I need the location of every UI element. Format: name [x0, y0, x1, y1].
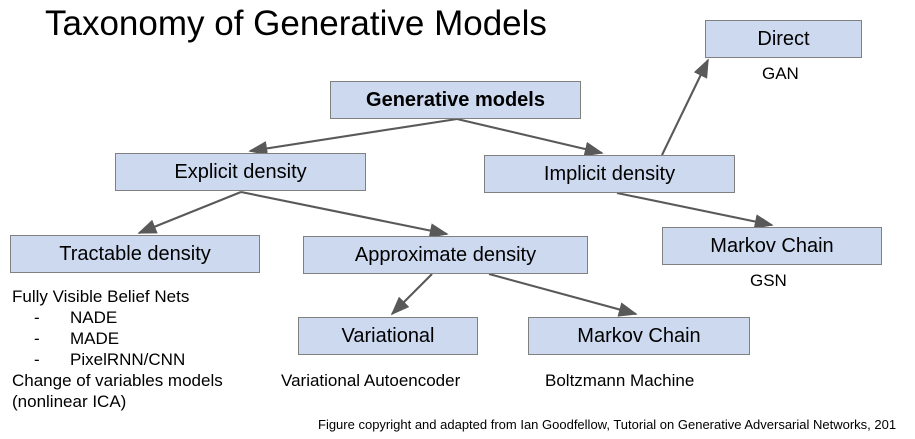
tractable-density-details: Fully Visible Belief Nets - NADE - MADE - Pixe…: [12, 286, 223, 412]
detail-text: NADE: [70, 308, 118, 327]
edge-approximate-to-markov-chain: [488, 272, 638, 317]
edge-explicit-to-tractable: [137, 191, 242, 234]
edge-implicit-to-markov-chain: [616, 191, 774, 229]
detail-line: Fully Visible Belief Nets: [12, 287, 190, 306]
detail-text: MADE: [70, 329, 120, 348]
page-title: Taxonomy of Generative Models: [45, 4, 547, 43]
node-markov-chain-bottom[interactable]: Markov Chain: [528, 317, 750, 355]
node-variational[interactable]: Variational: [298, 317, 478, 355]
detail-bullet-item: - NADE: [12, 307, 223, 328]
caption-gan: GAN: [762, 64, 799, 83]
edge-generative-to-implicit: [456, 117, 604, 157]
detail-bullet-item: - PixelRNN/CNN: [12, 349, 223, 370]
node-approximate-density[interactable]: Approximate density: [303, 236, 588, 274]
node-tractable-density[interactable]: Tractable density: [10, 235, 260, 273]
edge-explicit-to-approximate: [240, 190, 449, 238]
detail-line: Change of variables models: [12, 371, 223, 390]
node-direct[interactable]: Direct: [705, 20, 862, 58]
edge-approximate-to-variational: [390, 273, 433, 316]
bullet-dash-icon: -: [34, 350, 40, 369]
detail-line: (nonlinear ICA): [12, 392, 127, 411]
edge-generative-to-explicit: [248, 117, 458, 156]
node-implicit-density[interactable]: Implicit density: [484, 155, 735, 193]
edge-implicit-to-direct: [661, 58, 709, 156]
detail-bullet-item: - MADE: [12, 328, 223, 349]
node-explicit-density[interactable]: Explicit density: [115, 153, 366, 191]
caption-boltzmann-machine: Boltzmann Machine: [545, 371, 695, 390]
figure-credit-footer: Figure copyright and adapted from Ian Go…: [318, 417, 897, 432]
bullet-dash-icon: -: [34, 329, 40, 348]
caption-variational-autoencoder: Variational Autoencoder: [281, 371, 461, 390]
bullet-dash-icon: -: [34, 308, 40, 327]
detail-text: PixelRNN/CNN: [70, 350, 186, 369]
caption-gsn: GSN: [750, 271, 787, 290]
node-markov-chain-right[interactable]: Markov Chain: [662, 227, 882, 265]
node-generative-models[interactable]: Generative models: [330, 81, 581, 119]
